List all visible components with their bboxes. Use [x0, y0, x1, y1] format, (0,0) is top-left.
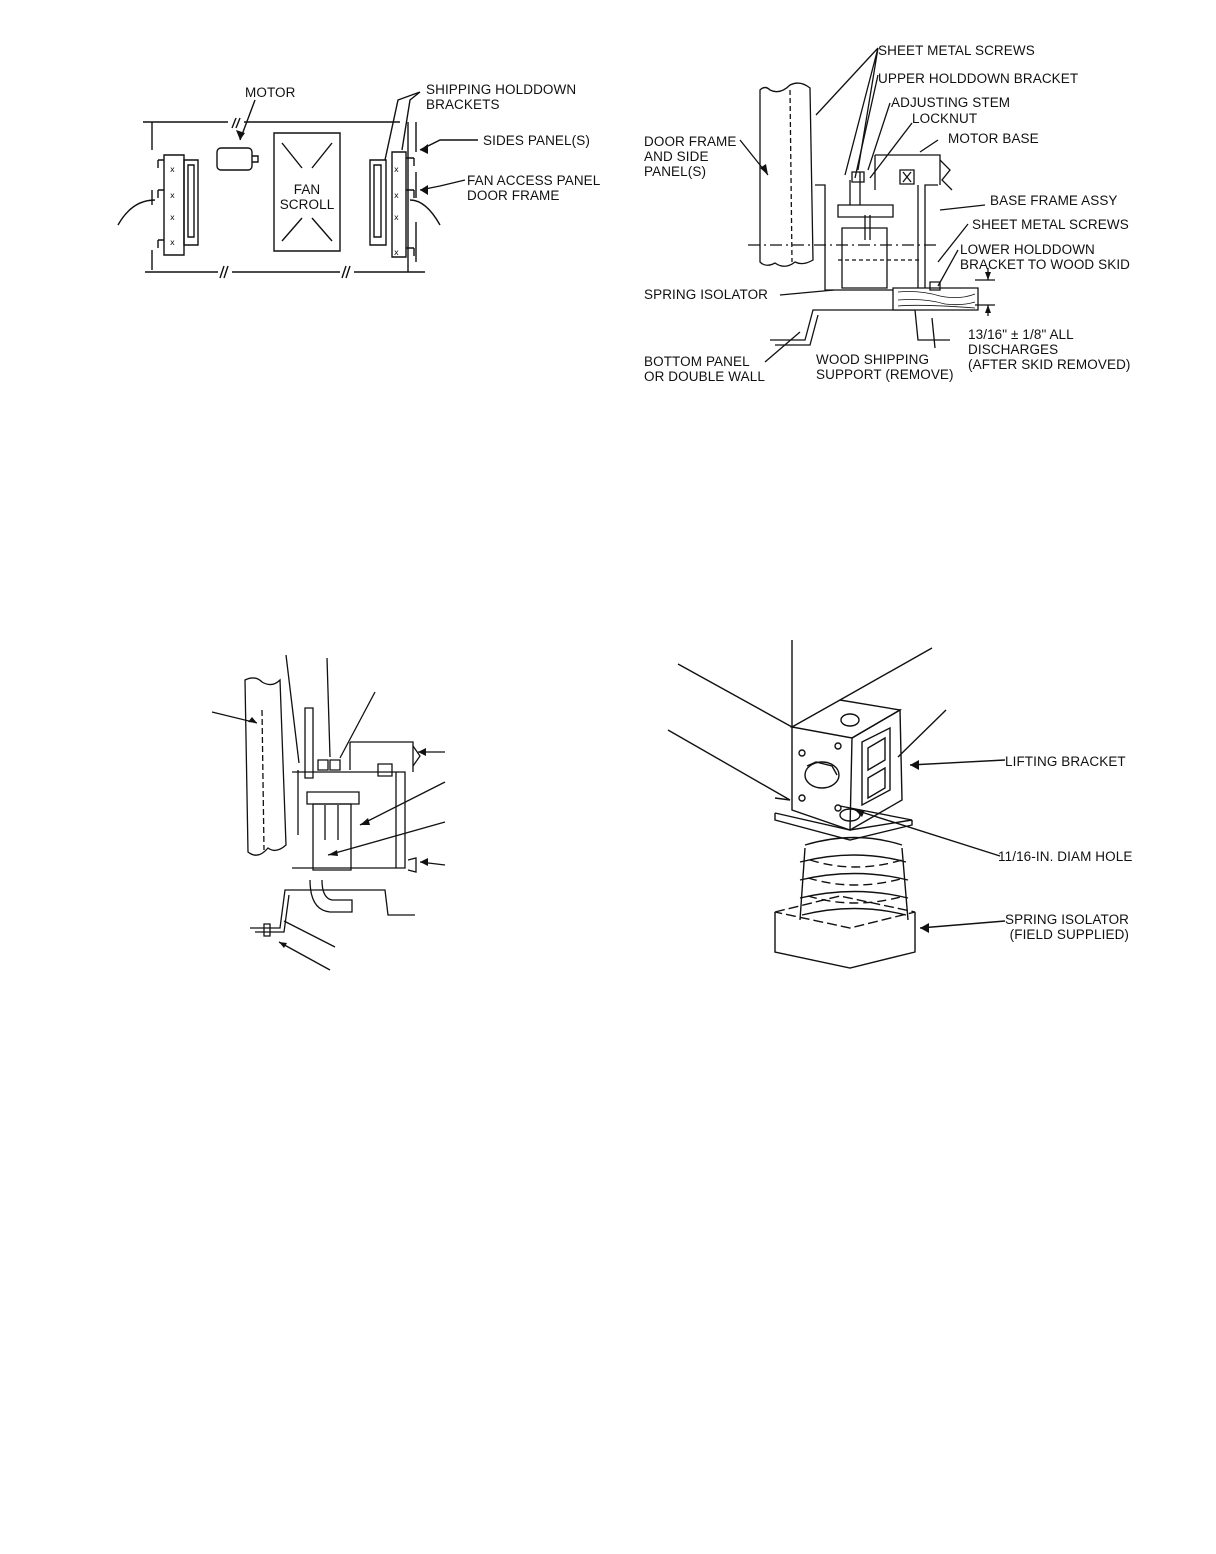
isolator-detail-diagram: [180, 640, 470, 980]
wood-shipping-support-line-1: WOOD SHIPPING: [816, 352, 930, 367]
motor-base-label: MOTOR BASE: [948, 131, 1039, 146]
lifting-bracket-drawing: [640, 630, 1216, 990]
svg-text:x: x: [170, 191, 175, 200]
wood-shipping-support-label: WOOD SHIPPING SUPPORT (REMOVE): [816, 352, 954, 382]
door-frame-line-2: AND SIDE: [644, 149, 709, 164]
fan-scroll-label: FAN SCROLL: [277, 182, 337, 212]
door-frame-line-1: DOOR FRAME: [644, 134, 737, 149]
fan-section-plan-diagram: x x x x x x x x MOTOR SHIPPING HOLDDOWN BRACKE…: [0, 0, 620, 300]
lower-holddown-bracket-label: LOWER HOLDDOWN BRACKET TO WOOD SKID: [960, 242, 1130, 272]
fan-access-panel-label: FAN ACCESS PANEL DOOR FRAME: [467, 173, 600, 203]
svg-text:x: x: [394, 213, 399, 222]
bottom-panel-line-2: OR DOUBLE WALL: [644, 369, 765, 384]
upper-holddown-bracket-label: UPPER HOLDDOWN BRACKET: [878, 71, 1079, 86]
door-frame-label: DOOR FRAME AND SIDE PANEL(S): [644, 134, 737, 179]
svg-text:x: x: [170, 165, 175, 174]
spring-isolator-field-label: SPRING ISOLATOR (FIELD SUPPLIED): [1005, 912, 1129, 942]
shipping-holddown-brackets-label: SHIPPING HOLDDOWN BRACKETS: [426, 82, 576, 112]
svg-text:x: x: [170, 238, 175, 247]
lower-holddown-bracket-line-2: BRACKET TO WOOD SKID: [960, 257, 1131, 272]
motor-label: MOTOR: [245, 85, 296, 100]
diam-hole-label: 11/16-IN. DIAM HOLE: [998, 849, 1133, 864]
door-frame-line-3: PANEL(S): [644, 164, 707, 179]
spring-isolator-label: SPRING ISOLATOR: [644, 287, 769, 302]
dimension-line-1: 13/16" ± 1/8" ALL: [968, 327, 1074, 342]
isolator-detail-drawing: [180, 640, 470, 980]
fan-access-panel-line-1: FAN ACCESS PANEL: [467, 173, 601, 188]
lower-holddown-bracket-line-1: LOWER HOLDDOWN: [960, 242, 1095, 257]
spring-isolator-section-diagram: SHEET METAL SCREWS UPPER HOLDDOWN BRACKE…: [620, 0, 1216, 420]
bottom-panel-label: BOTTOM PANEL OR DOUBLE WALL: [644, 354, 765, 384]
sheet-metal-screws-side-label: SHEET METAL SCREWS: [972, 217, 1129, 232]
fan-scroll-line-2: SCROLL: [279, 197, 335, 212]
shipping-holddown-brackets-line-1: SHIPPING HOLDDOWN: [426, 82, 577, 97]
fan-access-panel-line-2: DOOR FRAME: [467, 188, 560, 203]
svg-text:x: x: [170, 213, 175, 222]
shipping-holddown-brackets-line-2: BRACKETS: [426, 97, 500, 112]
base-frame-assy-label: BASE FRAME ASSY: [990, 193, 1118, 208]
svg-text:x: x: [394, 191, 399, 200]
sides-panels-label: SIDES PANEL(S): [483, 133, 590, 148]
bottom-panel-line-1: BOTTOM PANEL: [644, 354, 750, 369]
adjusting-stem-label: ADJUSTING STEM: [891, 95, 1011, 110]
fan-scroll-line-1: FAN: [293, 182, 321, 197]
lifting-bracket-diagram: LIFTING BRACKET 11/16-IN. DIAM HOLE SPRI…: [640, 630, 1216, 990]
spring-isolator-section-drawing: [620, 0, 1216, 420]
svg-text:x: x: [394, 165, 399, 174]
spring-isolator-field-line-2: (FIELD SUPPLIED): [1009, 927, 1130, 942]
dimension-line-2: DISCHARGES: [968, 342, 1059, 357]
locknut-label: LOCKNUT: [912, 111, 978, 126]
dimension-label: 13/16" ± 1/8" ALL DISCHARGES (AFTER SKID…: [968, 327, 1131, 372]
wood-shipping-support-line-2: SUPPORT (REMOVE): [816, 367, 954, 382]
spring-isolator-field-line-1: SPRING ISOLATOR: [1005, 912, 1130, 927]
sheet-metal-screws-top-label: SHEET METAL SCREWS: [878, 43, 1035, 58]
svg-text:x: x: [394, 248, 399, 257]
fan-section-plan-drawing: x x x x x x x x: [0, 0, 620, 300]
lifting-bracket-label: LIFTING BRACKET: [1005, 754, 1126, 769]
dimension-line-3: (AFTER SKID REMOVED): [968, 357, 1131, 372]
